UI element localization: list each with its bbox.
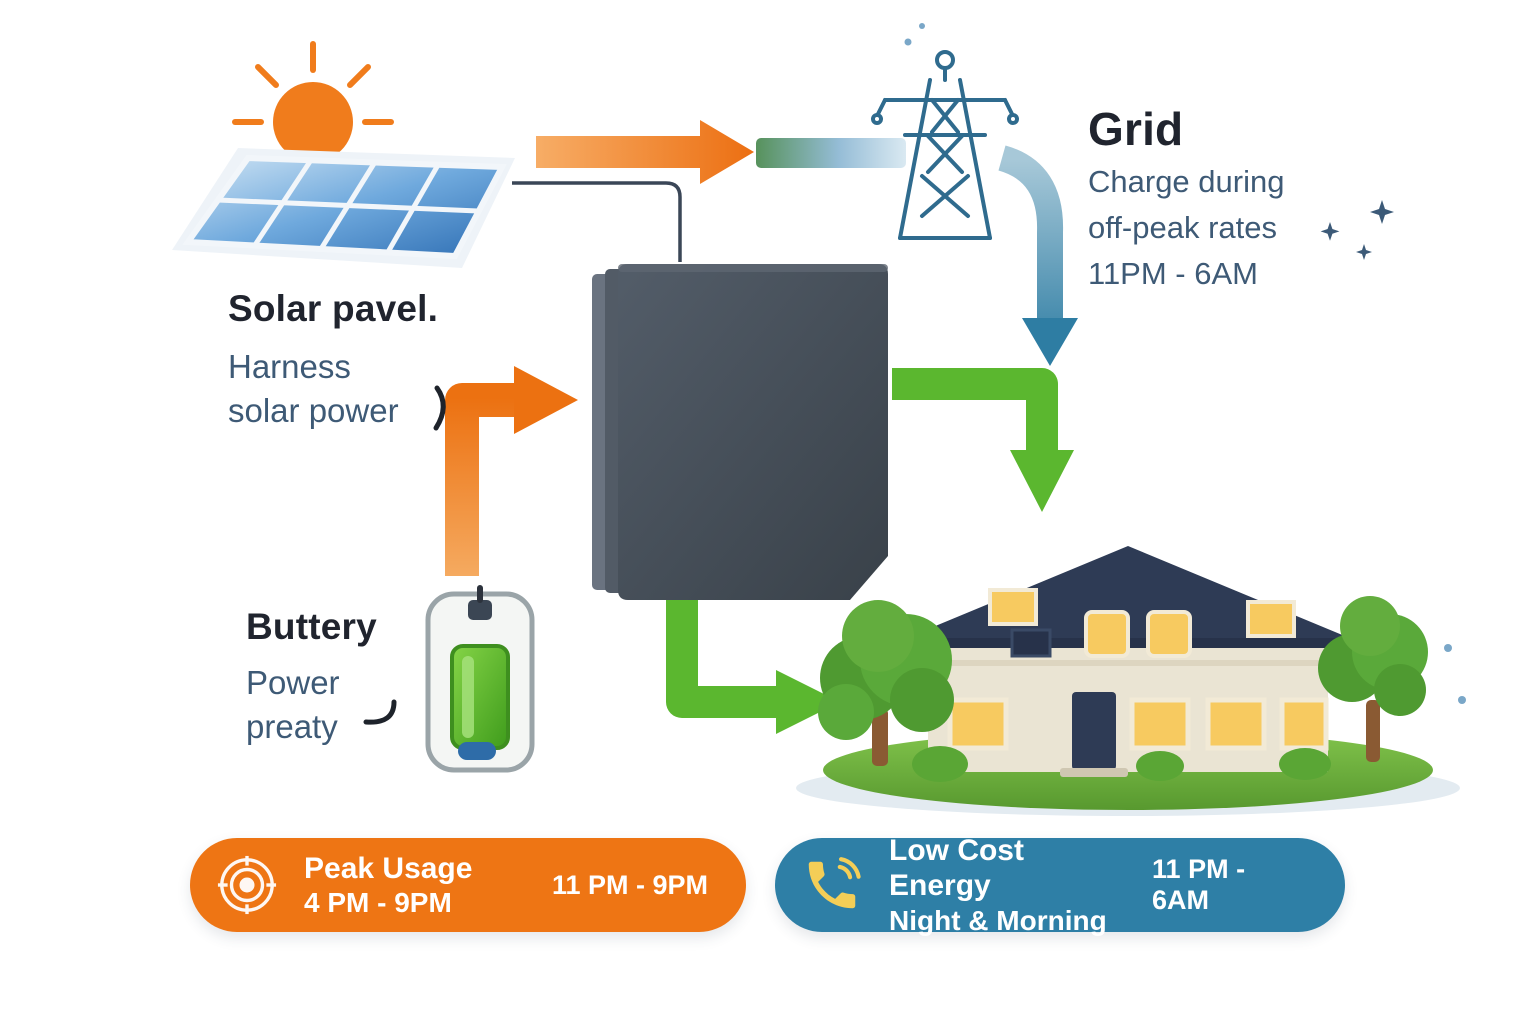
peak-usage-subtitle: 4 PM - 9PM <box>304 887 452 919</box>
solar-to-grid-arrow <box>536 120 754 184</box>
phone-icon <box>808 857 861 909</box>
solar-panel-caption-line2: solar power <box>228 392 399 429</box>
solar-to-battery-arrow <box>445 366 578 576</box>
house-illustration <box>796 546 1460 816</box>
solar-panel-caption-line1: Harness <box>228 348 351 385</box>
grid-caption-line3: 11PM - 6AM <box>1088 256 1258 291</box>
battery-title: Buttery <box>246 606 377 647</box>
peak-usage-time: 11 PM - 9PM <box>551 869 708 900</box>
grid-caption-line2: off-peak rates <box>1088 210 1277 245</box>
tree-icon <box>818 600 954 766</box>
solar-panel-title: Solar pavel. <box>228 288 439 329</box>
radar-target-icon <box>217 855 277 915</box>
panel-to-battery-line <box>512 181 682 262</box>
sparkle-stars <box>904 23 1466 704</box>
solar-panel-icon <box>172 148 515 268</box>
battery-unit-illustration <box>592 264 888 600</box>
battery-to-home-arrow-top <box>892 368 1074 512</box>
battery-caption-line1: Power <box>246 664 340 701</box>
grid-title: Grid <box>1088 103 1184 155</box>
tree-icon <box>1318 596 1428 762</box>
grid-gradient-band <box>756 138 906 168</box>
low-cost-energy-badge: Low Cost Energy Night & Morning 11 PM - … <box>775 834 1345 936</box>
grid-to-battery-arrow <box>997 145 1078 366</box>
low-cost-time: 11 PM - 6AM <box>1152 854 1246 915</box>
caption-hooks <box>363 385 446 725</box>
grid-caption-line1: Charge during <box>1088 164 1285 199</box>
battery-to-home-arrow-bottom <box>666 590 840 734</box>
transmission-tower-icon <box>871 50 1019 240</box>
wall-charger-icon <box>425 585 535 773</box>
low-cost-subtitle: Night & Morning <box>889 904 1107 936</box>
peak-usage-badge: Peak Usage 4 PM - 9PM 11 PM - 9PM <box>190 838 746 932</box>
battery-caption-line2: preaty <box>246 708 338 745</box>
peak-usage-title: Peak Usage <box>304 851 473 885</box>
sun-icon <box>232 41 394 200</box>
low-cost-title: Low Cost Energy <box>889 834 1024 903</box>
